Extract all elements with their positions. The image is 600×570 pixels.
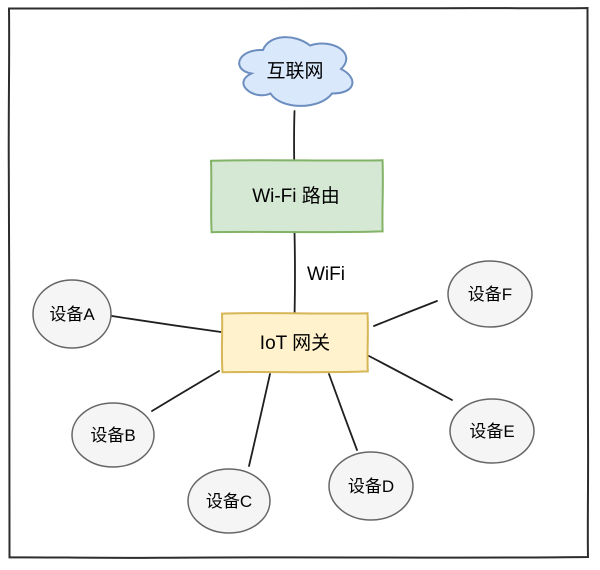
edge-gateway-device-d bbox=[328, 373, 358, 451]
edges bbox=[111, 110, 453, 467]
node-device-e: 设备E bbox=[449, 398, 535, 464]
node-iot-gateway: IoT 网关 bbox=[220, 312, 369, 374]
device-d-label: 设备D bbox=[348, 477, 394, 496]
device-d-circle bbox=[328, 451, 414, 521]
edge-gateway-device-f bbox=[373, 300, 438, 327]
device-c-circle bbox=[187, 468, 271, 534]
node-wifi-router: Wi-Fi 路由 bbox=[209, 159, 384, 234]
device-e-label: 设备E bbox=[469, 422, 514, 441]
device-b-circle bbox=[71, 402, 155, 468]
wifi-edge-label: WiFi bbox=[307, 264, 345, 285]
node-device-d: 设备D bbox=[328, 451, 414, 521]
device-e-circle bbox=[449, 398, 535, 464]
edge-gateway-device-b bbox=[151, 370, 220, 412]
node-device-f: 设备F bbox=[447, 260, 533, 328]
device-b-label: 设备B bbox=[90, 426, 135, 445]
gateway-label: IoT 网关 bbox=[260, 332, 330, 354]
cloud-shape bbox=[238, 36, 354, 107]
router-box bbox=[209, 159, 384, 234]
canvas-border bbox=[7, 6, 590, 559]
node-internet: 互联网 bbox=[238, 36, 354, 107]
internet-label: 互联网 bbox=[266, 60, 323, 82]
edge-gateway-device-e bbox=[368, 355, 453, 401]
device-c-label: 设备C bbox=[206, 492, 252, 511]
device-f-circle bbox=[447, 260, 533, 328]
node-device-c: 设备C bbox=[187, 468, 271, 534]
gateway-box bbox=[220, 312, 369, 374]
node-device-a: 设备A bbox=[32, 279, 112, 349]
node-device-b: 设备B bbox=[71, 402, 155, 468]
edge-gateway-device-c bbox=[248, 373, 271, 467]
device-a-circle bbox=[32, 279, 112, 349]
edge-gateway-device-a bbox=[111, 315, 222, 333]
device-f-label: 设备F bbox=[468, 285, 512, 304]
device-a-label: 设备A bbox=[49, 305, 95, 324]
router-label: Wi-Fi 路由 bbox=[252, 185, 340, 207]
